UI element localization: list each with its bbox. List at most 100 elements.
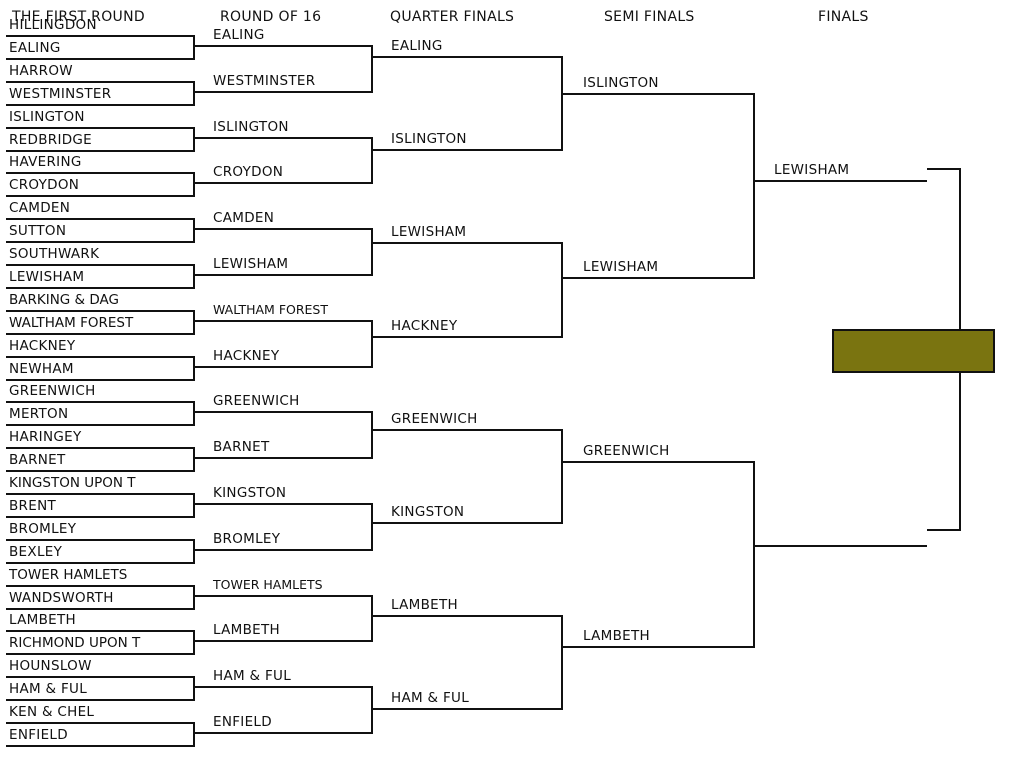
bracket-stub — [737, 277, 755, 279]
bracket-stub — [355, 91, 373, 93]
bracket-join — [193, 264, 195, 289]
round-of-16-slot-line — [208, 91, 355, 93]
first-round-slot-line — [6, 218, 178, 220]
bracket-stub — [178, 608, 195, 610]
first-round-slot-line — [6, 676, 178, 678]
bracket-stub — [178, 447, 195, 449]
bracket-stub — [737, 93, 755, 95]
round-of-16-team: KINGSTON — [213, 485, 287, 501]
first-round-team: KEN & CHEL — [9, 704, 95, 720]
finals-slot-line — [769, 180, 927, 182]
finals-join — [959, 371, 961, 531]
bracket-stub — [355, 274, 373, 276]
first-round-slot-line — [6, 699, 178, 701]
round-of-16-team: EALING — [213, 27, 265, 43]
semi-finals-slot-line — [578, 646, 737, 648]
bracket-join — [193, 401, 195, 426]
round-of-16-team: WESTMINSTER — [213, 73, 316, 89]
first-round-team: CROYDON — [9, 177, 80, 193]
first-round-team: BARKING & DAG — [9, 292, 119, 308]
first-round-slot-line — [6, 379, 178, 381]
semi-finals-team: LEWISHAM — [583, 259, 659, 275]
bracket-stub — [178, 379, 195, 381]
round-of-16-slot-line — [208, 274, 355, 276]
bracket-connector — [193, 91, 208, 93]
bracket-stub — [178, 699, 195, 701]
header-finals: FINALS — [818, 9, 869, 25]
bracket-join — [753, 461, 755, 648]
round-of-16-slot-line — [208, 686, 355, 688]
first-round-team: HAM & FUL — [9, 681, 88, 697]
first-round-slot-line — [6, 424, 178, 426]
bracket-stub — [737, 646, 755, 648]
quarter-finals-team: EALING — [391, 38, 443, 54]
bracket-connector — [561, 93, 578, 95]
bracket-stub — [178, 562, 195, 564]
bracket-stub — [178, 630, 195, 632]
first-round-team: BROMLEY — [9, 521, 77, 537]
bracket-stub — [355, 137, 373, 139]
round-of-16-slot-line — [208, 732, 355, 734]
bracket-connector — [193, 45, 208, 47]
first-round-team: MERTON — [9, 406, 69, 422]
round-of-16-team: GREENWICH — [213, 393, 300, 409]
bracket-join — [371, 411, 373, 459]
round-of-16-slot-line — [208, 366, 355, 368]
round-of-16-slot-line — [208, 640, 355, 642]
bracket-stub — [178, 493, 195, 495]
bracket-connector — [371, 242, 386, 244]
trophy-box — [832, 329, 995, 373]
round-of-16-slot-line — [208, 320, 355, 322]
bracket-stub — [178, 264, 195, 266]
bracket-stub — [355, 640, 373, 642]
round-of-16-slot-line — [208, 457, 355, 459]
first-round-slot-line — [6, 81, 178, 83]
round-of-16-team: LAMBETH — [213, 622, 281, 638]
first-round-slot-line — [6, 516, 178, 518]
first-round-team: SUTTON — [9, 223, 67, 239]
bracket-connector — [193, 137, 208, 139]
bracket-connector — [193, 182, 208, 184]
round-of-16-slot-line — [208, 228, 355, 230]
bracket-stub — [178, 401, 195, 403]
bracket-join — [193, 585, 195, 610]
semi-finals-team: ISLINGTON — [583, 75, 659, 91]
first-round-slot-line — [6, 195, 178, 197]
bracket-stub — [178, 287, 195, 289]
bracket-stub — [178, 195, 195, 197]
bracket-join — [561, 242, 563, 338]
bracket-connector — [561, 646, 578, 648]
bracket-stub — [355, 732, 373, 734]
bracket-join — [193, 35, 195, 60]
first-round-slot-line — [6, 630, 178, 632]
first-round-team: KINGSTON UPON T — [9, 475, 136, 491]
finals-stub — [927, 168, 961, 170]
bracket-join — [193, 676, 195, 701]
first-round-slot-line — [6, 470, 178, 472]
semi-finals-slot-line — [578, 461, 737, 463]
quarter-finals-slot-line — [386, 708, 544, 710]
bracket-stub — [178, 653, 195, 655]
first-round-slot-line — [6, 356, 178, 358]
quarter-finals-team: GREENWICH — [391, 411, 478, 427]
bracket-connector — [371, 336, 386, 338]
first-round-slot-line — [6, 585, 178, 587]
first-round-team: LEWISHAM — [9, 269, 85, 285]
finals-join — [959, 168, 961, 331]
round-of-16-team: CAMDEN — [213, 210, 275, 226]
bracket-join — [193, 493, 195, 518]
first-round-slot-line — [6, 150, 178, 152]
bracket-connector — [371, 522, 386, 524]
semi-finals-team: GREENWICH — [583, 443, 670, 459]
bracket-join — [193, 310, 195, 335]
first-round-slot-line — [6, 287, 178, 289]
bracket-connector — [193, 732, 208, 734]
bracket-stub — [355, 366, 373, 368]
bracket-connector — [193, 686, 208, 688]
quarter-finals-team: ISLINGTON — [391, 131, 467, 147]
first-round-team: ENFIELD — [9, 727, 68, 743]
bracket-join — [753, 93, 755, 279]
bracket-stub — [544, 242, 563, 244]
first-round-slot-line — [6, 653, 178, 655]
bracket-stub — [355, 182, 373, 184]
